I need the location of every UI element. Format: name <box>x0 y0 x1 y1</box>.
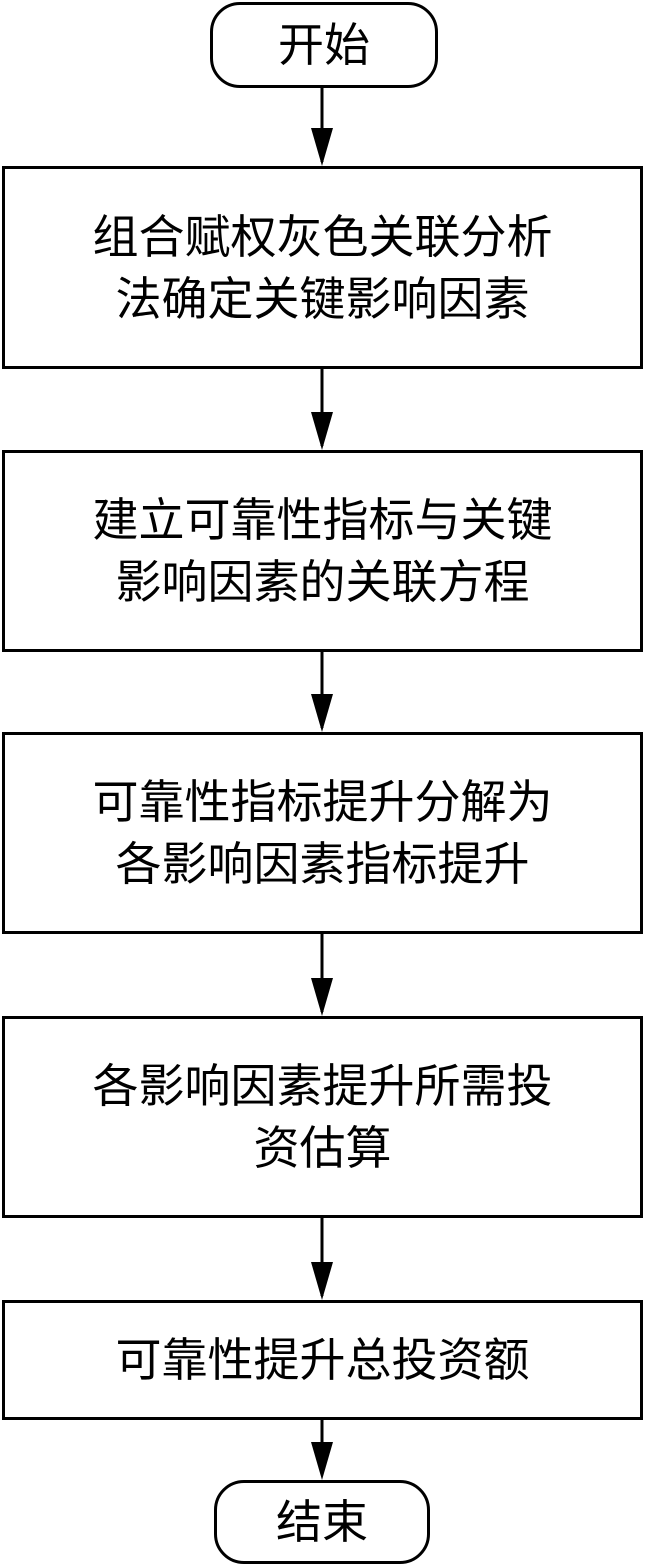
step-5-line-1: 可靠性提升总投资额 <box>115 1333 530 1387</box>
step-2-line-1: 建立可靠性指标与关键 <box>92 493 553 547</box>
step-4-box: 各影响因素提升所需投 资估算 <box>2 1016 643 1218</box>
start-label: 开始 <box>278 18 370 72</box>
end-node: 结束 <box>214 1480 430 1564</box>
step-2-box: 建立可靠性指标与关键 影响因素的关联方程 <box>2 450 643 652</box>
step-5-box: 可靠性提升总投资额 <box>2 1300 643 1420</box>
step-3-line-2: 各影响因素指标提升 <box>115 837 530 891</box>
end-label: 结束 <box>276 1495 368 1549</box>
arrowhead-step-2-to-step-3 <box>311 694 333 732</box>
arrowhead-step-5-to-end <box>311 1442 333 1480</box>
step-1-box: 组合赋权灰色关联分析 法确定关键影响因素 <box>2 166 643 369</box>
arrowhead-step-4-to-step-5 <box>311 1262 333 1300</box>
step-4-line-2: 资估算 <box>253 1121 392 1175</box>
arrowhead-step-3-to-step-4 <box>311 978 333 1016</box>
arrowhead-start-to-step-1 <box>311 128 333 166</box>
step-3-label: 可靠性指标提升分解为 各影响因素指标提升 <box>93 771 553 895</box>
step-3-box: 可靠性指标提升分解为 各影响因素指标提升 <box>2 732 643 934</box>
start-node: 开始 <box>210 2 438 88</box>
step-1-line-2: 法确定关键影响因素 <box>115 271 530 326</box>
arrowhead-step-1-to-step-2 <box>311 412 333 450</box>
step-1-label: 组合赋权灰色关联分析 法确定关键影响因素 <box>93 206 553 330</box>
step-4-line-1: 各影响因素提升所需投 <box>92 1059 553 1113</box>
step-5-label: 可靠性提升总投资额 <box>116 1330 530 1390</box>
step-2-line-2: 影响因素的关联方程 <box>115 555 530 609</box>
step-4-label: 各影响因素提升所需投 资估算 <box>93 1055 553 1179</box>
step-1-line-1: 组合赋权灰色关联分析 <box>92 209 553 264</box>
step-3-line-1: 可靠性指标提升分解为 <box>92 775 553 829</box>
step-2-label: 建立可靠性指标与关键 影响因素的关联方程 <box>93 489 553 613</box>
